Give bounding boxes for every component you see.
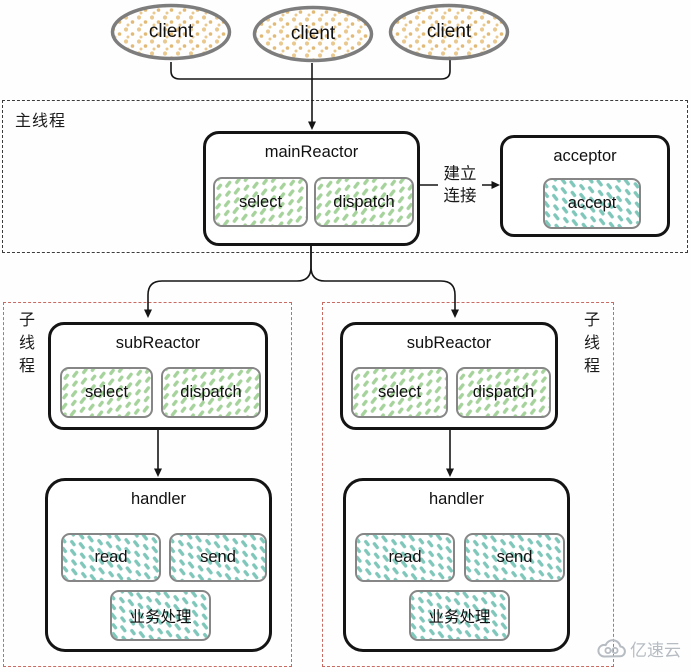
client-label: client [426,21,472,42]
client-node-3: client [388,3,510,61]
handler-left-read-box: read [61,533,161,582]
teal-hatch-fill [411,592,508,639]
send-label: send [200,548,236,566]
client-ellipse [388,3,510,61]
yisu-cloud-logo-icon [597,639,626,658]
client-label: client [148,21,194,42]
mainreactor-to-right-subreactor-arrow [310,246,459,318]
sub-reactor-node-right: subReactor select dispatch [340,322,558,430]
teal-hatch-fill [171,535,265,580]
select-label: select [238,192,283,211]
dispatch-label: dispatch [333,192,395,211]
client-node-1: client [110,3,232,61]
green-hatch-fill [353,369,446,416]
teal-hatch-fill [112,592,209,639]
sub-reactor-node-left: subReactor select dispatch [48,322,268,430]
mainreactor-to-left-subreactor-arrow [144,246,312,318]
connection-label-line2: 连接 [443,187,477,205]
teal-hatch-fill [357,535,453,580]
sub-thread-region-left-label: 子线程 [16,311,33,380]
handler-title: handler [428,490,485,508]
select-label: select [84,383,129,401]
client1-to-merge-line [170,62,311,80]
client-label: client [290,23,336,44]
sub-thread-region-right-label: 子线程 [581,311,598,380]
accept-label: accept [567,194,617,212]
main-reactor-node: mainReactor select dispatch [203,131,420,246]
main-reactor-select-box: select [213,177,308,227]
handler-right-business-box: 业务处理 [409,590,510,641]
send-label: send [496,548,533,566]
client-ellipse [110,3,232,61]
dispatch-label: dispatch [472,383,535,401]
handler-title: handler [130,490,187,508]
handler-left-send-box: send [169,533,267,582]
client-node-2: client [252,5,374,63]
watermark-text: 亿速云 [630,641,681,660]
green-hatch-fill [316,179,412,225]
handler-node-left: handler read send 业务处理 [45,478,272,652]
green-hatch-fill [163,369,259,416]
sub-reactor-title: subReactor [406,334,492,352]
select-label: select [377,383,422,401]
handler-right-read-box: read [355,533,455,582]
main-thread-region-label: 主线程 [15,113,67,130]
read-label: read [94,548,128,566]
sub-reactor-left-dispatch-box: dispatch [161,367,261,418]
business-label: 业务处理 [129,608,192,626]
teal-hatch-fill [63,535,159,580]
connection-label-line1: 建立 [443,165,477,183]
dispatch-label: dispatch [180,383,242,401]
sub-reactor-left-select-box: select [60,367,153,418]
business-label: 业务处理 [428,608,491,626]
read-label: read [388,548,422,566]
green-hatch-fill [62,369,151,416]
green-hatch-fill [215,179,306,225]
green-hatch-fill [458,369,549,416]
handler-right-send-box: send [464,533,565,582]
teal-hatch-fill [466,535,563,580]
watermark: 亿速云 [597,636,681,661]
acceptor-accept-box: accept [543,178,641,229]
connection-label: 建立 连接 [438,163,482,207]
acceptor-node: acceptor accept [500,135,670,237]
handler-node-right: handler read send 业务处理 [343,478,570,652]
sub-reactor-right-dispatch-box: dispatch [456,367,551,418]
sub-reactor-title: subReactor [115,334,201,352]
main-reactor-title: mainReactor [264,143,359,161]
main-reactor-dispatch-box: dispatch [314,177,414,227]
acceptor-title: acceptor [553,147,617,165]
handler-left-business-box: 业务处理 [110,590,211,641]
teal-hatch-fill [545,180,639,227]
sub-thread-region-right: 子线程 [322,302,614,667]
sub-reactor-right-select-box: select [351,367,448,418]
